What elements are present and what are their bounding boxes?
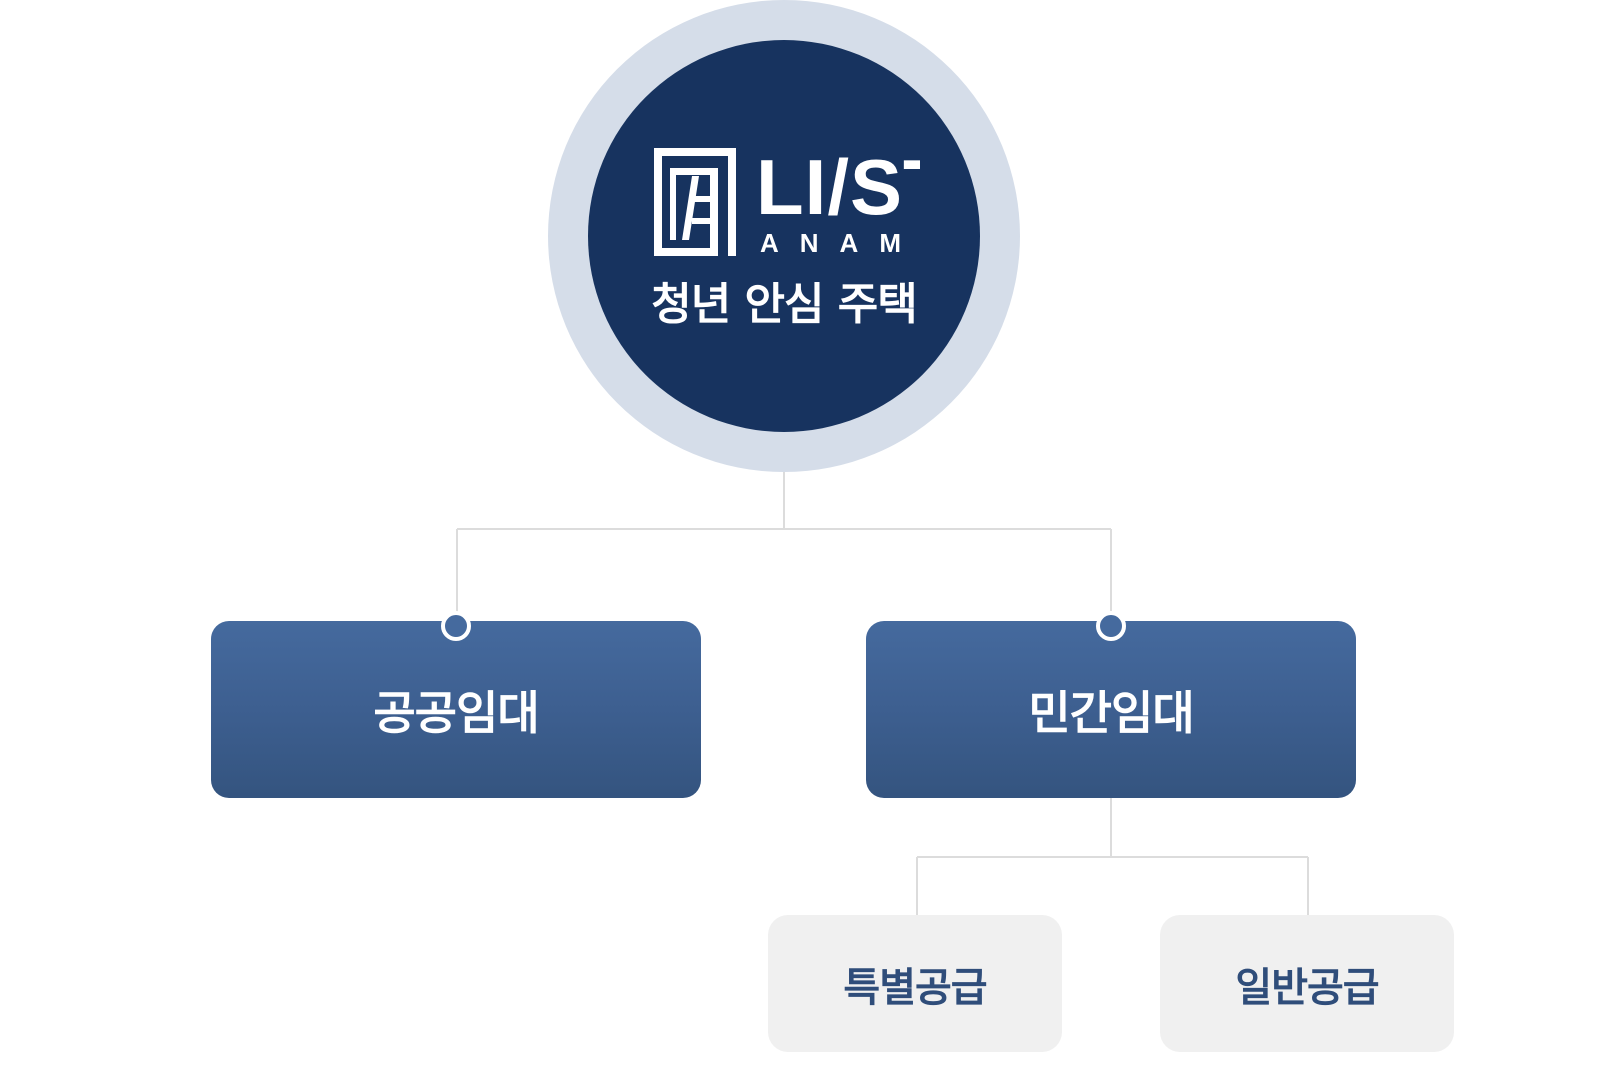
private-to-level2-connector (916, 798, 1309, 915)
root-to-level1-connector (456, 472, 1112, 612)
special-supply-box: 특별공급 (768, 915, 1062, 1052)
logo-subtext: ANAM (760, 228, 920, 258)
public-rental-box: 공공임대 (211, 621, 701, 798)
list-anam-logo: LI/ST ANAM (654, 144, 920, 258)
public-rental-connector-dot (441, 611, 471, 641)
root-title: 청년 안심 주택 (651, 279, 918, 330)
private-rental-label: 민간임대 (1028, 685, 1194, 740)
special-supply-label: 특별공급 (843, 964, 987, 1011)
general-supply-box: 일반공급 (1160, 915, 1454, 1052)
root-node (588, 40, 980, 432)
general-supply-label: 일반공급 (1235, 964, 1379, 1011)
private-rental-connector-dot (1096, 611, 1126, 641)
private-rental-box: 민간임대 (866, 621, 1356, 798)
public-rental-label: 공공임대 (373, 685, 539, 740)
logo-wordmark: LI/ST (756, 144, 920, 231)
